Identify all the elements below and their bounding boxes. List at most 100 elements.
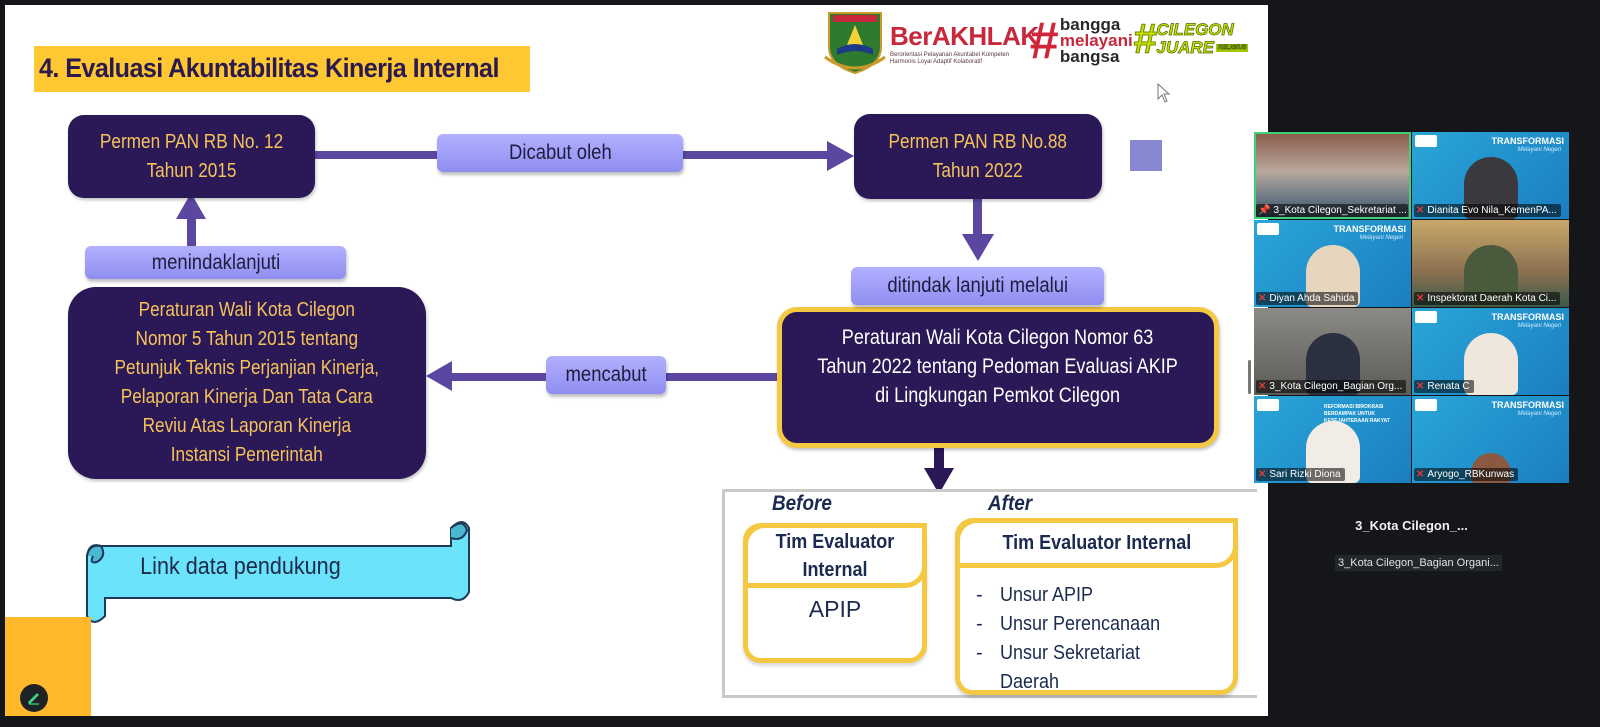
tile-brand: TRANSFORMASI (1491, 312, 1565, 322)
muted-mic-icon: ✕ (1416, 381, 1425, 392)
menindaklanjuti-text: menindaklanjuti (151, 250, 280, 274)
participant-name-tag: ✕ Sari Rizki Diona (1256, 468, 1345, 481)
bangga-hash-icon: # (1029, 12, 1058, 70)
participant-name-tag: ✕ Inspektorat Daerah Kota Ci... (1414, 292, 1561, 305)
after-list-item: -Unsur Perencanaan (976, 610, 1178, 639)
dicabut-oleh-label: Dicabut oleh (437, 134, 683, 172)
tile-brand-sub: Melayani Negeri (1517, 147, 1561, 153)
before-card: Tim Evaluator Internal APIP (743, 523, 927, 663)
participant-name: Diyan Ahda Sahida (1269, 293, 1355, 304)
after-label: After (988, 492, 1033, 515)
participant-name: Renata C (1427, 381, 1470, 392)
mencabut-text: mencabut (565, 363, 647, 386)
arrow-left-icon (426, 361, 452, 391)
participant-name-tag: ✕ Diyan Ahda Sahida (1256, 292, 1359, 305)
slide-title: 4. Evaluasi Akuntabilitas Kinerja Intern… (39, 53, 499, 83)
connector-menindaklanjuti (187, 215, 196, 255)
connector-permen88-down (973, 195, 982, 235)
after-list: -Unsur APIP -Unsur Perencanaan -Unsur Se… (976, 581, 1178, 697)
decorative-square (1130, 140, 1162, 171)
dicabut-oleh-text: Dicabut oleh (508, 141, 612, 164)
scroll-banner-shape (86, 521, 470, 623)
participant-tile[interactable]: TRANSFORMASI Melayani Negeri ✕ Renata C (1412, 308, 1569, 395)
mencabut-label: mencabut (546, 356, 666, 394)
bangga-line-2: melayani (1059, 31, 1133, 50)
presentation-slide: 4. Evaluasi Akuntabilitas Kinerja Intern… (5, 5, 1268, 716)
ditindak-lanjuti-label: ditindak lanjuti melalui (851, 267, 1104, 305)
participant-tile[interactable]: ✕ 3_Kota Cilegon_Bagian Org... (1254, 308, 1411, 395)
participant-tile[interactable]: REFORMASI BIROKRASI BERDAMPAK UNTUK KESE… (1254, 396, 1411, 483)
muted-mic-icon: ✕ (1416, 293, 1425, 304)
after-card: Tim Evaluator Internal -Unsur APIP -Unsu… (955, 518, 1238, 695)
bangga-line-3: bangsa (1059, 47, 1120, 66)
permen-pan-rb-12-text: Permen PAN RB No. 12 Tahun 2015 (99, 130, 284, 182)
tile-brand: TRANSFORMASI (1491, 136, 1565, 146)
pin-icon: 📌 (1258, 205, 1271, 216)
permen-pan-rb-88-box: Permen PAN RB No.88 Tahun 2022 (854, 114, 1102, 199)
tile-brand-reformasi: REFORMASI BIROKRASI BERDAMPAK UNTUK KESE… (1324, 404, 1390, 424)
participant-name: Sari Rizki Diona (1269, 469, 1341, 480)
bangga-melayani-logo: # bangga melayani bangsa (1029, 12, 1133, 70)
berakhlak-tagline-2: Harmonis Loyal Adaptif Kolaboratif (890, 59, 983, 65)
active-speaker-subtitle: 3_Kota Cilegon_Bagian Organi... (1335, 555, 1502, 571)
perwal-63-2022-box: Peraturan Wali Kota Cilegon Nomor 63 Tah… (777, 307, 1219, 448)
perwal-5-2015-text: Peraturan Wali Kota Cilegon Nomor 5 Tahu… (114, 299, 380, 466)
cilegon-juare-logo: # CILEGON JUARE RELIGIUS (1132, 15, 1249, 62)
muted-mic-icon: ✕ (1416, 205, 1425, 216)
cilegon-hash-icon: # (1132, 15, 1157, 62)
panel-scrollbar[interactable] (1248, 360, 1251, 394)
panrb-badge-icon (1415, 311, 1437, 323)
after-card-header: Tim Evaluator Internal (955, 518, 1238, 568)
muted-mic-icon: ✕ (1258, 469, 1267, 480)
participant-tile[interactable]: TRANSFORMASI Melayani Negeri ✕ Aryogo_RB… (1412, 396, 1569, 483)
before-card-header: Tim Evaluator Internal (743, 523, 927, 588)
panrb-badge-icon (1415, 135, 1437, 147)
title-highlight (34, 46, 530, 92)
mouse-cursor-icon (1157, 83, 1171, 103)
participant-name-tag: 📌 3_Kota Cilegon_Sekretariat ... (1256, 204, 1408, 217)
participant-name: Dianita Evo Nila_KemenPA... (1427, 205, 1557, 216)
arrow-down-icon (962, 234, 994, 261)
muted-mic-icon: ✕ (1258, 381, 1267, 392)
cilegon-line-2: JUARE (1156, 38, 1214, 57)
muted-mic-icon: ✕ (1258, 293, 1267, 304)
participant-name: Inspektorat Daerah Kota Ci... (1427, 293, 1557, 304)
berakhlak-wordmark: BerAKHLAK (890, 21, 1039, 51)
link-data-pendukung-text[interactable]: Link data pendukung (139, 553, 341, 580)
arrow-right-icon (827, 141, 854, 171)
after-list-item-text: Unsur APIP (1000, 584, 1094, 606)
participant-name-tag: ✕ Aryogo_RBKunwas (1414, 468, 1519, 481)
link-data-pendukung[interactable]: Link data pendukung (95, 553, 385, 581)
participant-tile[interactable]: TRANSFORMASI Melayani Negeri ✕ Dianita E… (1412, 132, 1569, 219)
before-card-body: APIP (808, 596, 862, 622)
before-card-header-text: Tim Evaluator Internal (775, 530, 895, 581)
cilegon-tag: RELIGIUS (1215, 44, 1249, 52)
pencil-icon (28, 693, 39, 705)
after-list-item: -Unsur APIP (976, 581, 1178, 610)
participant-tile[interactable]: 📌 3_Kota Cilegon_Sekretariat ... (1254, 132, 1411, 219)
panrb-badge-icon (1257, 399, 1279, 411)
muted-mic-icon: ✕ (1416, 469, 1425, 480)
after-card-header-text: Tim Evaluator Internal (1002, 531, 1191, 554)
ditindak-lanjuti-text: ditindak lanjuti melalui (887, 274, 1068, 297)
menindaklanjuti-label: menindaklanjuti (85, 246, 346, 279)
participant-name-tag: ✕ Renata C (1414, 380, 1474, 393)
participant-name-tag: ✕ Dianita Evo Nila_KemenPA... (1414, 204, 1561, 217)
permen-pan-rb-12-box: Permen PAN RB No. 12 Tahun 2015 (68, 115, 315, 198)
participant-name: Aryogo_RBKunwas (1427, 469, 1515, 480)
after-list-item-text: Unsur Sekretariat Daerah (1000, 642, 1141, 693)
participant-tile[interactable]: ✕ Inspektorat Daerah Kota Ci... (1412, 220, 1569, 307)
perwal-5-2015-box: Peraturan Wali Kota Cilegon Nomor 5 Tahu… (68, 287, 426, 479)
decorative-corner (5, 617, 91, 716)
connector-perwal63-down (934, 445, 944, 471)
tile-brand: TRANSFORMASI (1333, 224, 1407, 234)
participant-name: 3_Kota Cilegon_Bagian Org... (1269, 381, 1403, 392)
annotate-button[interactable] (20, 684, 48, 712)
panrb-badge-icon (1257, 223, 1279, 235)
tile-brand-sub: Melayani Negeri (1517, 323, 1561, 329)
berakhlak-logo: BerAKHLAK Berorientasi Pelayanan Akuntab… (890, 21, 1039, 66)
bangga-line-1: bangga (1059, 15, 1121, 34)
after-list-item-text: Unsur Perencanaan (1000, 613, 1161, 635)
berakhlak-tagline-1: Berorientasi Pelayanan Akuntabel Kompete… (890, 52, 1010, 58)
participant-tile[interactable]: TRANSFORMASI Melayani Negeri ✕ Diyan Ahd… (1254, 220, 1411, 307)
